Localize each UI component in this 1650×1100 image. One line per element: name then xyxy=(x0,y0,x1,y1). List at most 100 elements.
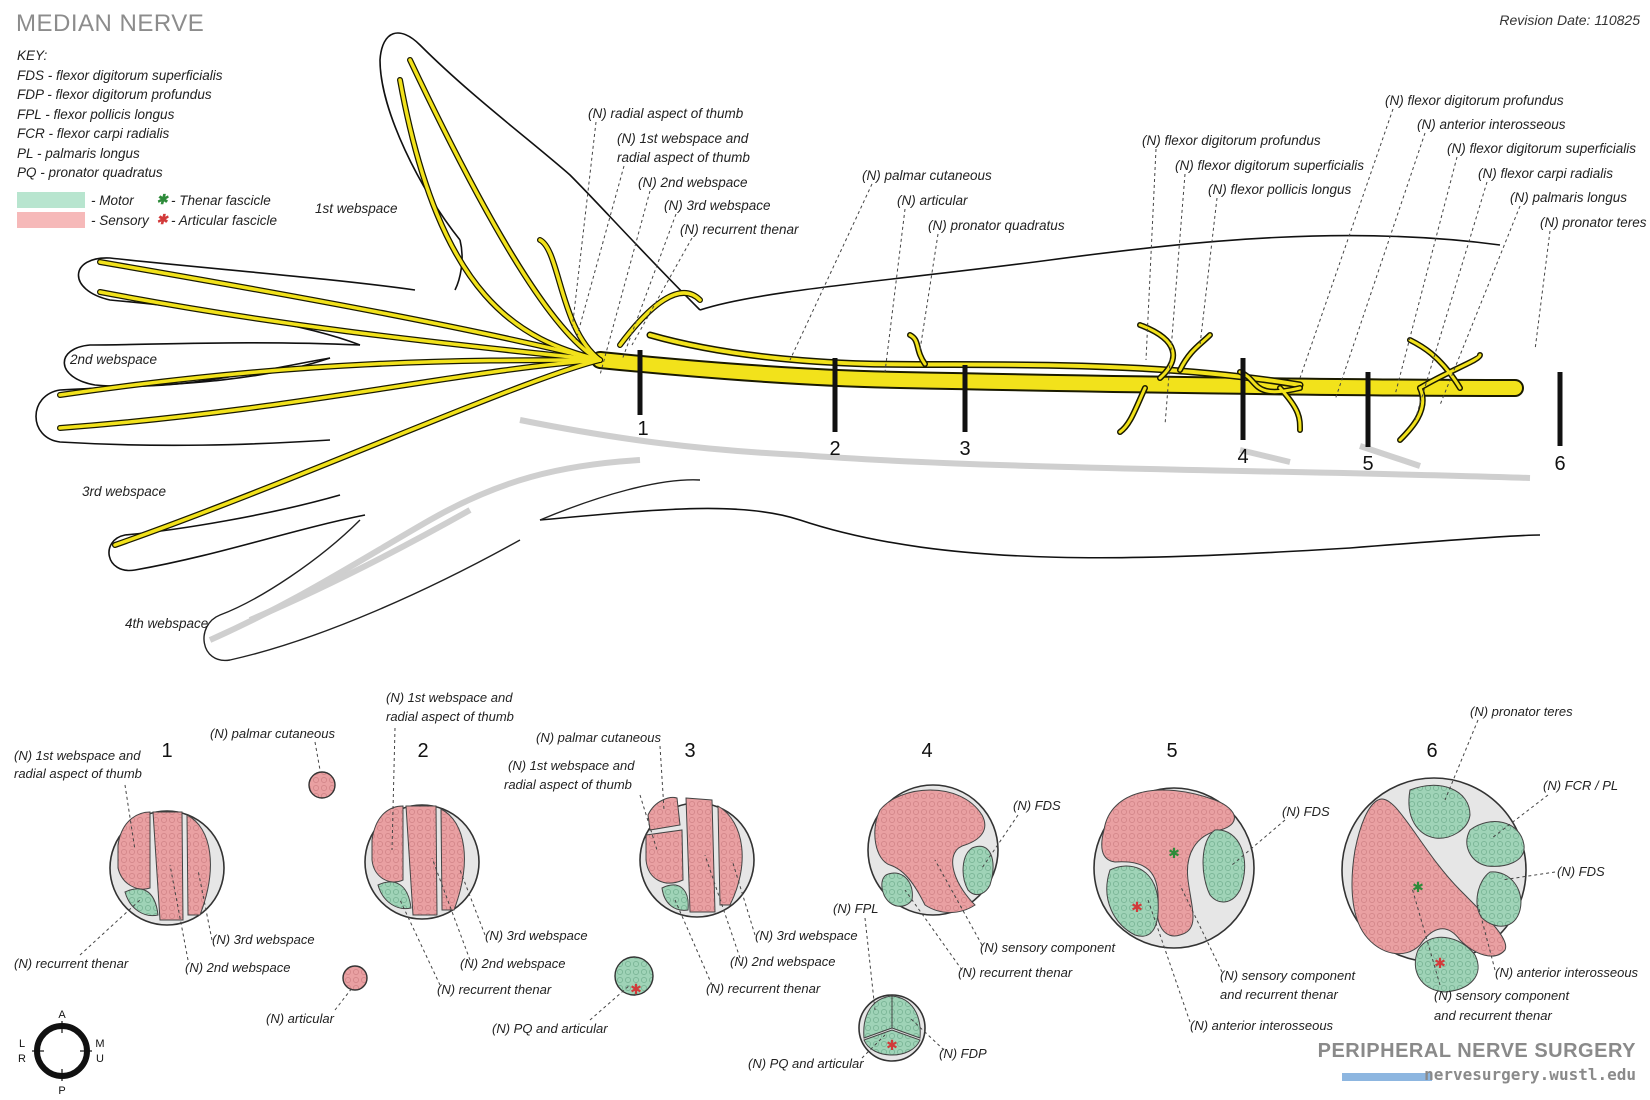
s3-label-1st-web-a: (N) 1st webspace and xyxy=(508,758,635,773)
s5-label-fds: (N) FDS xyxy=(1282,804,1330,819)
cross-section-2: 2 (N) 1st webspace and radial aspect of … xyxy=(364,690,588,997)
section-number-2: 2 xyxy=(417,740,428,762)
s6-label-sensory-b: and recurrent thenar xyxy=(1434,1008,1552,1023)
s4-articular-star-icon: ✱ xyxy=(886,1037,898,1053)
revision-date: Revision Date: 110825 xyxy=(1499,12,1640,28)
s1-label-2nd-web: (N) 2nd webspace xyxy=(185,960,291,975)
s6-articular-star-icon: ✱ xyxy=(1434,955,1446,971)
digital-branches xyxy=(57,57,703,548)
s1-label-1st-web-a: (N) 1st webspace and xyxy=(14,748,141,763)
s1-label-1st-web-b: radial aspect of thumb xyxy=(14,766,142,781)
sensory-label: - Sensory xyxy=(91,212,149,228)
branch-label-articular: (N) articular xyxy=(897,193,968,208)
compass-p: P xyxy=(58,1085,65,1097)
s3-label-2nd-web: (N) 2nd webspace xyxy=(730,954,836,969)
s6-label-pt: (N) pronator teres xyxy=(1470,704,1573,719)
s3-label-3rd-web: (N) 3rd webspace xyxy=(755,928,858,943)
level-number-2: 2 xyxy=(829,438,840,460)
page-title: MEDIAN NERVE xyxy=(16,10,205,37)
branch-label-fpl: (N) flexor pollicis longus xyxy=(1208,182,1352,197)
level-markers xyxy=(637,350,1563,447)
branch-label-fds-2: (N) flexor digitorum superficialis xyxy=(1447,141,1636,156)
thenar-star-icon: ✱ xyxy=(156,192,168,207)
branch-label-palmar-cutaneous: (N) palmar cutaneous xyxy=(862,168,992,183)
hand-labels: 1st webspace 2nd webspace 3rd webspace 4… xyxy=(69,201,398,631)
branch-label-pl: (N) palmaris longus xyxy=(1510,190,1627,205)
s2-label-1st-web-a: (N) 1st webspace and xyxy=(386,690,513,705)
key-item-fpl: FPL - flexor pollicis longus xyxy=(17,106,175,122)
s5-thenar-star-icon: ✱ xyxy=(1168,845,1180,861)
branch-label-fcr: (N) flexor carpi radialis xyxy=(1478,166,1613,181)
branch-leader-lines xyxy=(571,108,1551,426)
s4-label-fpl: (N) FPL xyxy=(833,901,879,916)
branch-label-1st-web-a: (N) 1st webspace and xyxy=(617,131,749,146)
s3-label-palmar-cut: (N) palmar cutaneous xyxy=(536,730,661,745)
s6-label-fds: (N) FDS xyxy=(1557,864,1605,879)
s5-articular-star-icon: ✱ xyxy=(1131,899,1143,915)
level-number-1: 1 xyxy=(637,418,648,440)
s3-label-1st-web-b: radial aspect of thumb xyxy=(504,777,632,792)
key-item-fds: FDS - flexor digitorum superficialis xyxy=(17,67,223,83)
branch-labels: (N) radial aspect of thumb (N) 1st websp… xyxy=(588,93,1647,237)
label-3rd-webspace: 3rd webspace xyxy=(82,484,166,499)
s2-label-3rd-web: (N) 3rd webspace xyxy=(485,928,588,943)
s5-label-sensory-b: and recurrent thenar xyxy=(1220,987,1338,1002)
s3-articular-star-icon: ✱ xyxy=(630,981,642,997)
s1-label-articular: (N) articular xyxy=(266,1011,335,1026)
compass-u: U xyxy=(96,1053,104,1065)
ulnar-side-gray xyxy=(208,417,1531,643)
s3-label-recurrent: (N) recurrent thenar xyxy=(706,981,821,996)
orientation-compass: A P L R M U xyxy=(18,1009,105,1097)
s4-label-fds: (N) FDS xyxy=(1013,798,1061,813)
label-1st-webspace: 1st webspace xyxy=(315,201,398,216)
footer-title: PERIPHERAL NERVE SURGERY xyxy=(1317,1040,1636,1062)
compass-a: A xyxy=(58,1009,66,1021)
cross-section-4: 4 ✱ (N) FDS (N) sensory component (N) re… xyxy=(748,740,1116,1071)
key-item-pq: PQ - pronator quadratus xyxy=(17,165,163,180)
thenar-label: - Thenar fascicle xyxy=(171,192,271,208)
footer-accent-bar xyxy=(1342,1073,1432,1081)
s1-label-palmar-cut: (N) palmar cutaneous xyxy=(210,726,335,741)
s2-label-1st-web-b: radial aspect of thumb xyxy=(386,709,514,724)
articular-star-icon: ✱ xyxy=(156,212,168,227)
level-number-6: 6 xyxy=(1554,453,1565,475)
label-4th-webspace: 4th webspace xyxy=(125,616,208,631)
s4-label-sensory: (N) sensory component xyxy=(980,940,1116,955)
branch-label-fdp-2: (N) flexor digitorum profundus xyxy=(1385,93,1564,108)
section-number-1: 1 xyxy=(161,740,172,762)
branch-label-pq: (N) pronator quadratus xyxy=(928,218,1065,233)
section-number-6: 6 xyxy=(1426,740,1437,762)
s1-label-recurrent: (N) recurrent thenar xyxy=(14,956,129,971)
s3-label-pq-articular: (N) PQ and articular xyxy=(492,1021,608,1036)
s6-thenar-star-icon: ✱ xyxy=(1412,879,1424,895)
key-item-fcr: FCR - flexor carpi radialis xyxy=(17,126,170,141)
motor-label: - Motor xyxy=(91,192,134,208)
branch-label-3rd-web: (N) 3rd webspace xyxy=(664,198,771,213)
section-number-5: 5 xyxy=(1166,740,1177,762)
branch-label-1st-web-b: radial aspect of thumb xyxy=(617,150,750,165)
level-number-4: 4 xyxy=(1237,446,1248,468)
s6-label-ai: (N) anterior interosseous xyxy=(1495,965,1639,980)
branch-label-2nd-web: (N) 2nd webspace xyxy=(638,175,748,190)
cross-section-3: 3 ✱ (N) palmar cutaneous (N) 1st webspac… xyxy=(492,730,858,1036)
key-panel: KEY: FDS - flexor digitorum superficiali… xyxy=(17,46,223,183)
forearm-muscle-branches xyxy=(907,322,1483,443)
s4-label-recurrent: (N) recurrent thenar xyxy=(958,965,1073,980)
s2-label-2nd-web: (N) 2nd webspace xyxy=(460,956,566,971)
s5-label-sensory-a: (N) sensory component xyxy=(1220,968,1356,983)
s1-label-3rd-web: (N) 3rd webspace xyxy=(212,932,315,947)
articular-label: - Articular fascicle xyxy=(171,212,278,228)
compass-m: M xyxy=(95,1038,104,1050)
cross-section-1: 1 (N) 1st webspace and radial aspect of … xyxy=(14,726,368,1026)
legend: - Motor ✱ - Thenar fascicle - Sensory ✱ … xyxy=(17,190,277,230)
section-number-3: 3 xyxy=(684,740,695,762)
level-numbers: 1 2 3 4 5 6 xyxy=(637,418,1565,475)
branch-label-fds-1: (N) flexor digitorum superficialis xyxy=(1175,158,1364,173)
key-heading: KEY: xyxy=(17,48,48,63)
s4-label-fdp: (N) FDP xyxy=(939,1046,987,1061)
branch-label-radial-thumb: (N) radial aspect of thumb xyxy=(588,106,744,121)
key-item-pl: PL - palmaris longus xyxy=(17,145,140,161)
compass-r: R xyxy=(18,1053,26,1065)
ring-little-finger-outline xyxy=(203,479,701,661)
